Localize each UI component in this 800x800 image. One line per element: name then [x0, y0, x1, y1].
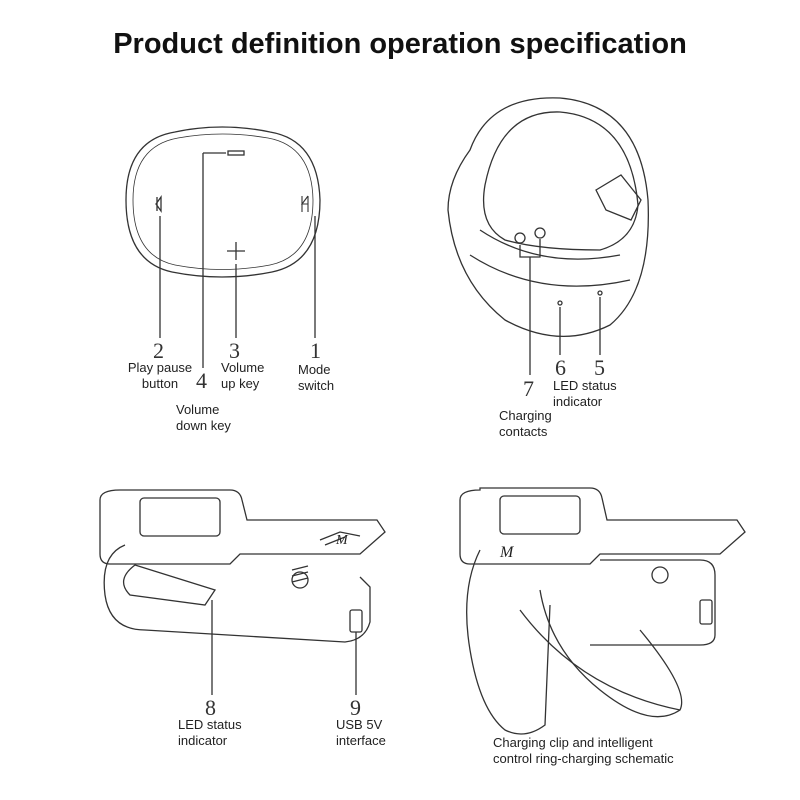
callout-number-9: 9: [350, 695, 361, 720]
label-line: Play pause: [127, 360, 193, 375]
label-line: indicator: [178, 733, 228, 748]
callout-number-1: 1: [310, 338, 321, 363]
label-line: Volume: [176, 402, 220, 417]
schematic-drawing: [459, 487, 746, 735]
clip-mode-glyph: M: [336, 533, 348, 548]
label-line: up key: [221, 376, 260, 391]
label-line: contacts: [499, 424, 548, 439]
caption-line: control ring-charging schematic: [493, 751, 674, 766]
schematic-mode-glyph: M: [500, 544, 514, 561]
play-pause-icon: [155, 194, 162, 214]
callout-number-4: 4: [196, 368, 207, 393]
label-line: down key: [176, 418, 231, 433]
label-line: USB 5V: [336, 717, 383, 732]
callout-number-5: 5: [594, 355, 605, 380]
label-line: LED status: [178, 717, 242, 732]
label-line: Mode: [298, 362, 331, 377]
label-line: Volume: [221, 360, 265, 375]
label-line: button: [141, 376, 179, 391]
volume-down-icon: [227, 150, 245, 156]
label-line: Charging: [499, 408, 552, 423]
mode-icon: [300, 195, 309, 212]
caption-line: Charging clip and intelligent: [493, 735, 653, 750]
clip-drawing: [99, 489, 386, 695]
callout-number-7: 7: [523, 376, 534, 401]
page-title: Product definition operation specificati…: [113, 28, 687, 60]
callout-number-3: 3: [229, 338, 240, 363]
label-line: interface: [336, 733, 386, 748]
callout-number-8: 8: [205, 695, 216, 720]
label-line: LED status: [553, 378, 617, 393]
callout-number-2: 2: [153, 338, 164, 363]
remote-drawing: [125, 126, 321, 368]
label-line: indicator: [553, 394, 603, 409]
ring-drawing: [447, 97, 649, 375]
label-line: switch: [298, 378, 335, 393]
callout-number-6: 6: [555, 355, 566, 380]
volume-up-icon: [227, 242, 245, 260]
